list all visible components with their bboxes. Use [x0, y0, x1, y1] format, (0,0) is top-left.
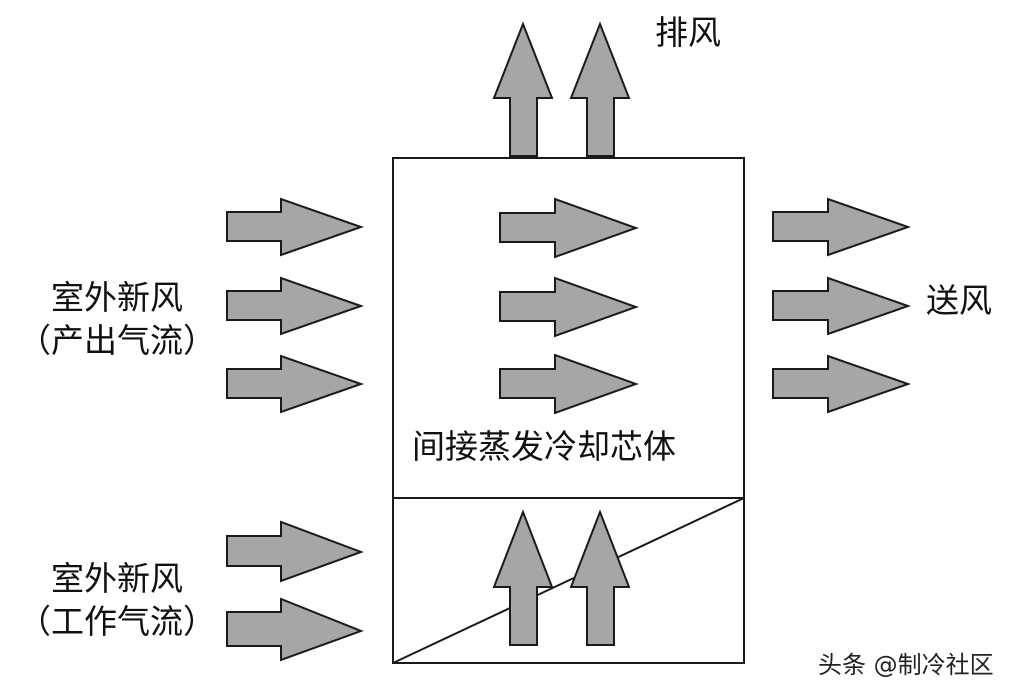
supply-label: 送风	[926, 281, 992, 320]
core-box-lower	[392, 497, 745, 664]
inlet-product-arrow-3	[226, 354, 365, 414]
inlet-product-arrow-1	[226, 197, 365, 257]
exhaust-arrow-2	[569, 21, 631, 157]
inlet-product-arrow-2	[226, 276, 365, 336]
working-up-arrow-1	[492, 509, 554, 646]
exhaust-label: 排风	[655, 13, 721, 52]
supply-arrow-3	[772, 354, 912, 414]
inlet-working-arrow-2	[226, 597, 364, 662]
outdoor-working-label-line1: 室外新风	[51, 559, 183, 598]
supply-arrow-2	[772, 276, 912, 336]
exhaust-arrow-1	[492, 21, 554, 157]
core-flow-arrow-1	[499, 197, 639, 259]
core-diagonal-divider	[392, 497, 745, 664]
core-flow-arrow-3	[499, 353, 639, 415]
watermark-text: 头条 @制冷社区	[818, 651, 994, 679]
working-up-arrow-2	[569, 509, 631, 646]
outdoor-working-label-line2: （工作气流）	[18, 602, 216, 641]
core-flow-arrow-2	[499, 276, 639, 338]
inlet-working-arrow-1	[226, 520, 364, 583]
supply-arrow-1	[772, 197, 912, 257]
outdoor-product-label-line2: （产出气流）	[18, 321, 216, 360]
core-label: 间接蒸发冷却芯体	[412, 427, 676, 466]
outdoor-product-label-line1: 室外新风	[51, 278, 183, 317]
